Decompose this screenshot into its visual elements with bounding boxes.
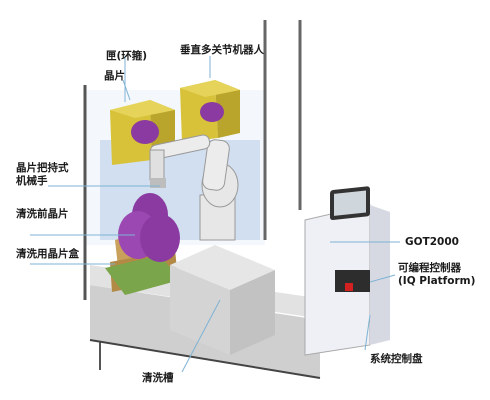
wafer-label: 晶片 <box>104 70 125 82</box>
gripper-label-line1: 晶片把持式 <box>16 162 69 174</box>
control-panel <box>304 186 390 356</box>
control-panel-label: 系统控制盘 <box>370 353 423 365</box>
cleaning-tank <box>170 245 275 355</box>
leader-lines <box>30 56 400 373</box>
wafer-tray-label: 清洗用晶片盒 <box>16 248 79 260</box>
magazine-label: 匣(环箍) <box>106 50 148 62</box>
cleaning-tank-label: 清洗槽 <box>142 372 174 384</box>
robot-arm <box>149 134 239 241</box>
plc-label-line1: 可编程控制器 <box>398 262 461 274</box>
got2000-label: GOT2000 <box>405 236 459 248</box>
pre-clean-wafer-label: 清洗前晶片 <box>16 208 69 220</box>
magazine-right <box>180 80 240 142</box>
robot-label: 垂直多关节机器人 <box>180 44 264 56</box>
gripper-label-line2: 机械手 <box>16 175 48 187</box>
plc-label-line2: (IQ Platform) <box>398 275 476 287</box>
pre-clean-wafers <box>118 193 180 262</box>
